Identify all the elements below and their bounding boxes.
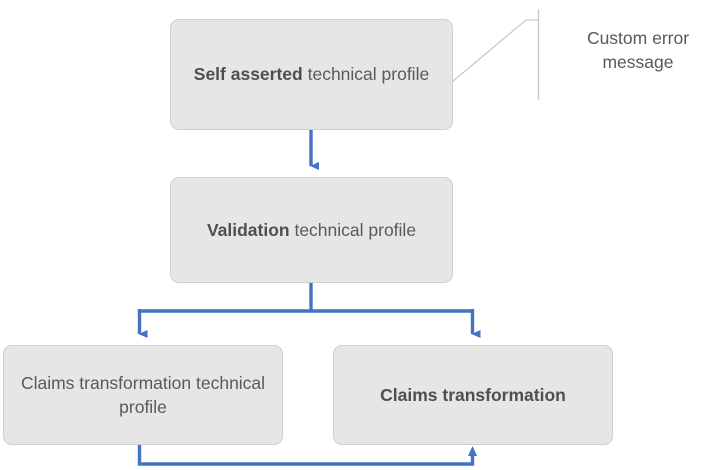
connector-claims-tp-to-claims-transformation [137, 445, 477, 466]
node-claims-transformation-label: Claims transformation [380, 383, 566, 407]
node-self-asserted-label-rest: technical profile [302, 64, 430, 85]
node-claims-tp-label: Claims transformation technical profile [20, 372, 266, 417]
node-self-asserted-label-bold: Self asserted [193, 64, 303, 85]
node-validation-label-rest: technical profile [289, 219, 417, 240]
node-validation-label: Validation technical profile [207, 218, 416, 242]
node-self-asserted-technical-profile[interactable]: Self asserted technical profile [170, 19, 453, 130]
node-claims-transformation-label-bold: Claims transformation [380, 384, 566, 405]
callout-leader-line [451, 9, 540, 100]
callout-custom-error-message: Custom error message [586, 28, 690, 73]
node-claims-transformation-technical-profile[interactable]: Claims transformation technical profile [3, 345, 283, 445]
node-validation-technical-profile[interactable]: Validation technical profile [170, 177, 453, 283]
connector-validation-branch [137, 283, 481, 338]
node-self-asserted-label: Self asserted technical profile [194, 62, 429, 86]
node-claims-transformation[interactable]: Claims transformation [333, 345, 613, 445]
node-validation-label-bold: Validation [206, 219, 290, 240]
